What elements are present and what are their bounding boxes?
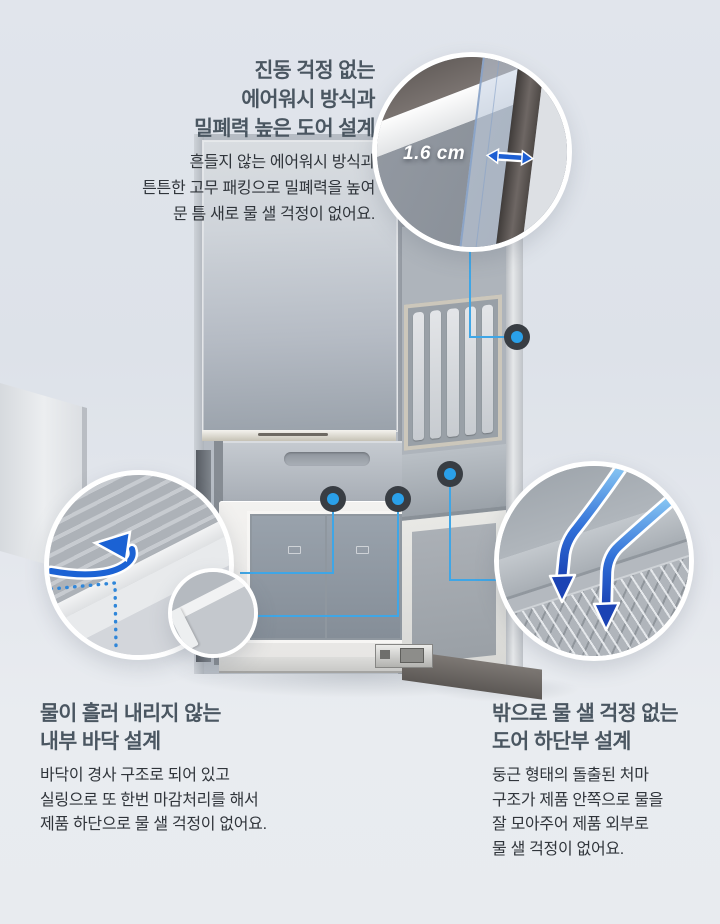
heading-line: 밖으로 물 샐 걱정 없는	[492, 702, 679, 725]
heading-line: 내부 바닥 설계	[40, 730, 161, 753]
door-lower-panel	[412, 523, 496, 664]
hinge-detail	[400, 648, 424, 663]
callout-dot-door-lower	[437, 461, 463, 487]
connector-line-door-gap	[469, 250, 471, 338]
vent-slat	[413, 311, 425, 441]
product-mirror-door	[202, 140, 398, 432]
callout-circle-floor-sill	[168, 568, 258, 658]
heading-line: 도어 하단부 설계	[492, 730, 631, 753]
callout-dot-core	[327, 493, 339, 505]
product-interior-top-panel	[220, 441, 406, 503]
callout-dot-floor-2	[385, 486, 411, 512]
section-heading-door-lower: 밖으로 물 샐 걱정 없는 도어 하단부 설계	[492, 700, 679, 756]
vent-slat	[447, 307, 459, 438]
connector-line-door-gap	[469, 336, 517, 338]
connector-line-door-lower	[449, 474, 451, 581]
product-shoe-mat-right	[327, 516, 400, 638]
body-line: 구조가 제품 안쪽으로 물을	[492, 791, 664, 809]
heading-line: 에어워시 방식과	[241, 88, 375, 111]
measure-double-arrow-icon	[485, 147, 535, 167]
body-line: 물 샐 걱정이 없어요.	[492, 840, 624, 858]
body-line: 문 틈 새로 물 샐 걱정이 없어요.	[172, 206, 375, 223]
section-heading-door-seal: 진동 걱정 없는 에어워시 방식과 밀폐력 높은 도어 설계	[194, 56, 375, 143]
connector-line-floor-2	[258, 615, 399, 617]
callout-dot-floor-1	[320, 486, 346, 512]
section-heading-inner-floor: 물이 흘러 내리지 않는 내부 바닥 설계	[40, 700, 221, 756]
mat-emboss-mark	[356, 546, 369, 554]
hinge-detail	[380, 650, 390, 659]
vent-slat	[430, 309, 442, 439]
connector-line-floor-2	[397, 499, 399, 617]
sill-cross-section	[172, 572, 254, 654]
door-vent-panel	[404, 294, 502, 451]
connector-line-floor-1	[240, 572, 334, 574]
callout-circle-door-lower	[494, 461, 694, 661]
heading-line: 밀폐력 높은 도어 설계	[194, 117, 375, 140]
product-cabinet-left-edge	[194, 134, 204, 674]
callout-dot-core	[444, 468, 456, 480]
heading-line: 물이 흘러 내리지 않는	[40, 702, 221, 725]
body-line: 둥근 형태의 돌출된 처마	[492, 767, 649, 784]
water-flow-arrows-icon	[548, 466, 678, 632]
body-line: 제품 하단으로 물 샐 걱정이 없어요.	[40, 816, 267, 833]
body-line: 튼튼한 고무 패킹으로 밀폐력을 높여	[142, 180, 375, 197]
drain-flow-arrow-icon	[49, 530, 139, 649]
body-line: 흔들지 않는 에어워시 방식과	[189, 154, 376, 171]
body-line: 잘 모아주어 제품 외부로	[492, 816, 649, 833]
connector-line-door-lower	[449, 579, 498, 581]
section-body-inner-floor: 바닥이 경사 구조로 되어 있고 실링으로 또 한번 마감처리를 해서 제품 하…	[40, 764, 267, 838]
heading-line: 진동 걱정 없는	[254, 59, 375, 82]
callout-dot-core	[511, 331, 523, 343]
mat-emboss-mark	[288, 546, 301, 554]
product-base-bottom	[219, 657, 421, 673]
section-body-door-lower: 둥근 형태의 돌출된 처마 구조가 제품 안쪽으로 물을 잘 모아주어 제품 외…	[492, 764, 663, 862]
callout-dot-core	[392, 493, 404, 505]
section-body-door-seal: 흔들지 않는 에어워시 방식과 튼튼한 고무 패킹으로 밀폐력을 높여 문 틈 …	[142, 150, 375, 228]
body-line: 바닥이 경사 구조로 되어 있고	[40, 767, 230, 784]
vent-slat	[481, 304, 494, 434]
callout-dot-door-gap	[504, 324, 530, 350]
connector-line-floor-1	[332, 499, 334, 574]
product-tray-handle-slot	[284, 452, 370, 466]
callout-circle-door-gap: 1.6 cm	[372, 52, 572, 252]
product-right-door-open	[402, 216, 506, 679]
product-shoe-mat-left	[252, 516, 325, 638]
product-door-handle	[258, 433, 328, 436]
gap-measurement-label: 1.6 cm	[403, 143, 466, 164]
body-line: 실링으로 또 한번 마감처리를 해서	[40, 791, 259, 809]
